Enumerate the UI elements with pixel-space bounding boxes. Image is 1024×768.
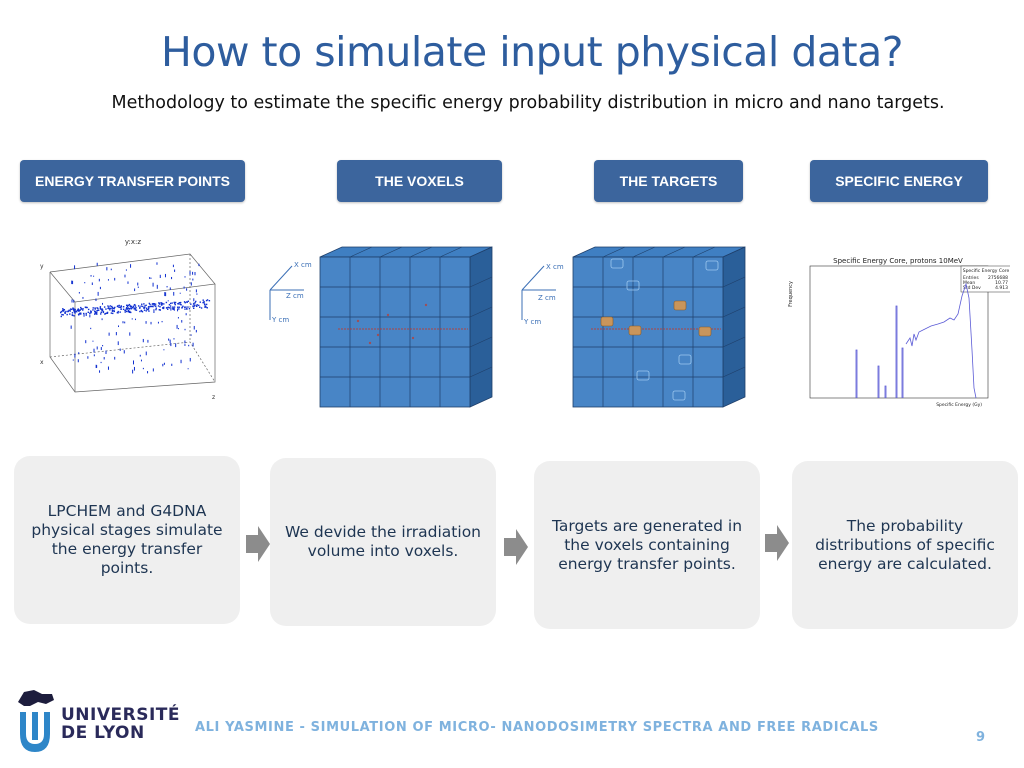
specific-energy-histogram: Specific Energy Core, protons 10MeV Freq… (788, 257, 1010, 408)
card-targets: Targets are generated in the voxels cont… (534, 461, 760, 629)
axis-x-label: X cm (294, 261, 312, 269)
card-text: Targets are generated in the voxels cont… (551, 516, 743, 573)
step-energy-transfer-points-button[interactable]: ENERGY TRANSFER POINTS (20, 160, 245, 202)
axes-triad-voxels: X cm Z cm Y cm (269, 261, 312, 324)
card-specific-energy: The probability distributions of specifi… (792, 461, 1018, 629)
page-number: 9 (976, 730, 986, 745)
step-specific-energy-button[interactable]: SPECIFIC ENERGY (810, 160, 988, 202)
stats-stddev-label: Std Dev (963, 285, 981, 291)
histogram-curve (855, 282, 977, 399)
voxel-targets-cube (572, 246, 746, 408)
target-cylinders (600, 258, 719, 401)
scatter-points (60, 262, 211, 374)
logo-line2: DE LYON (61, 723, 145, 743)
axis-z-label: Z cm (286, 292, 304, 300)
axes-triad-targets: X cm Z cm Y cm (521, 263, 564, 326)
step-targets-button[interactable]: THE TARGETS (594, 160, 743, 202)
card-energy-transfer-points: LPCHEM and G4DNA physical stages simulat… (14, 456, 240, 624)
scatter-axis-y-label: y (40, 263, 44, 270)
arrow-right-icon (504, 529, 528, 565)
scatter-box (49, 253, 216, 393)
card-text: LPCHEM and G4DNA physical stages simulat… (31, 502, 223, 577)
scatter-title: y:x:z (125, 238, 141, 246)
step-voxels-button[interactable]: THE VOXELS (337, 160, 502, 202)
axis-z-label: Z cm (538, 294, 556, 302)
stats-entries-label: Entries (963, 275, 979, 281)
axis-x-label: X cm (546, 263, 564, 271)
lion-icon (18, 690, 54, 752)
energy-transfer-scatter-figure: y:x:z y x z (40, 238, 216, 401)
scatter-axis-x-label: x (40, 359, 44, 366)
histogram-ylabel: Frequency (788, 281, 794, 307)
card-text: We devide the irradiation volume into vo… (284, 523, 481, 560)
logo-line1: UNIVERSITÉ (61, 705, 180, 725)
histogram-stats-box (960, 265, 1010, 293)
histogram-frame (809, 265, 989, 399)
stats-entries: 2756688 (988, 275, 1008, 281)
page-title: How to simulate input physical data? (161, 28, 903, 76)
arrow-right-icon (246, 526, 270, 562)
page-subtitle: Methodology to estimate the specific ene… (111, 93, 945, 113)
stats-name: Specific Energy Core (963, 268, 1010, 274)
arrow-right-icon (765, 525, 789, 561)
university-logo: UNIVERSITÉ DE LYON (14, 686, 180, 756)
axis-y-label: Y cm (271, 316, 289, 324)
histogram-title: Specific Energy Core, protons 10MeV (833, 257, 963, 265)
axis-y-label: Y cm (523, 318, 541, 326)
card-voxels: We devide the irradiation volume into vo… (270, 458, 496, 626)
scatter-axis-z-label: z (212, 394, 215, 401)
voxel-grid-cube (319, 246, 493, 408)
footer-text: ALI YASMINE - SIMULATION OF MICRO- NANOD… (195, 720, 879, 735)
card-text: The probability distributions of specifi… (815, 516, 995, 573)
stats-stddev: 4.913 (995, 285, 1008, 291)
stats-mean-label: Mean (963, 280, 975, 286)
histogram-xlabel: Specific Energy (Gy) (936, 402, 982, 408)
stats-mean: 10.77 (995, 280, 1008, 286)
